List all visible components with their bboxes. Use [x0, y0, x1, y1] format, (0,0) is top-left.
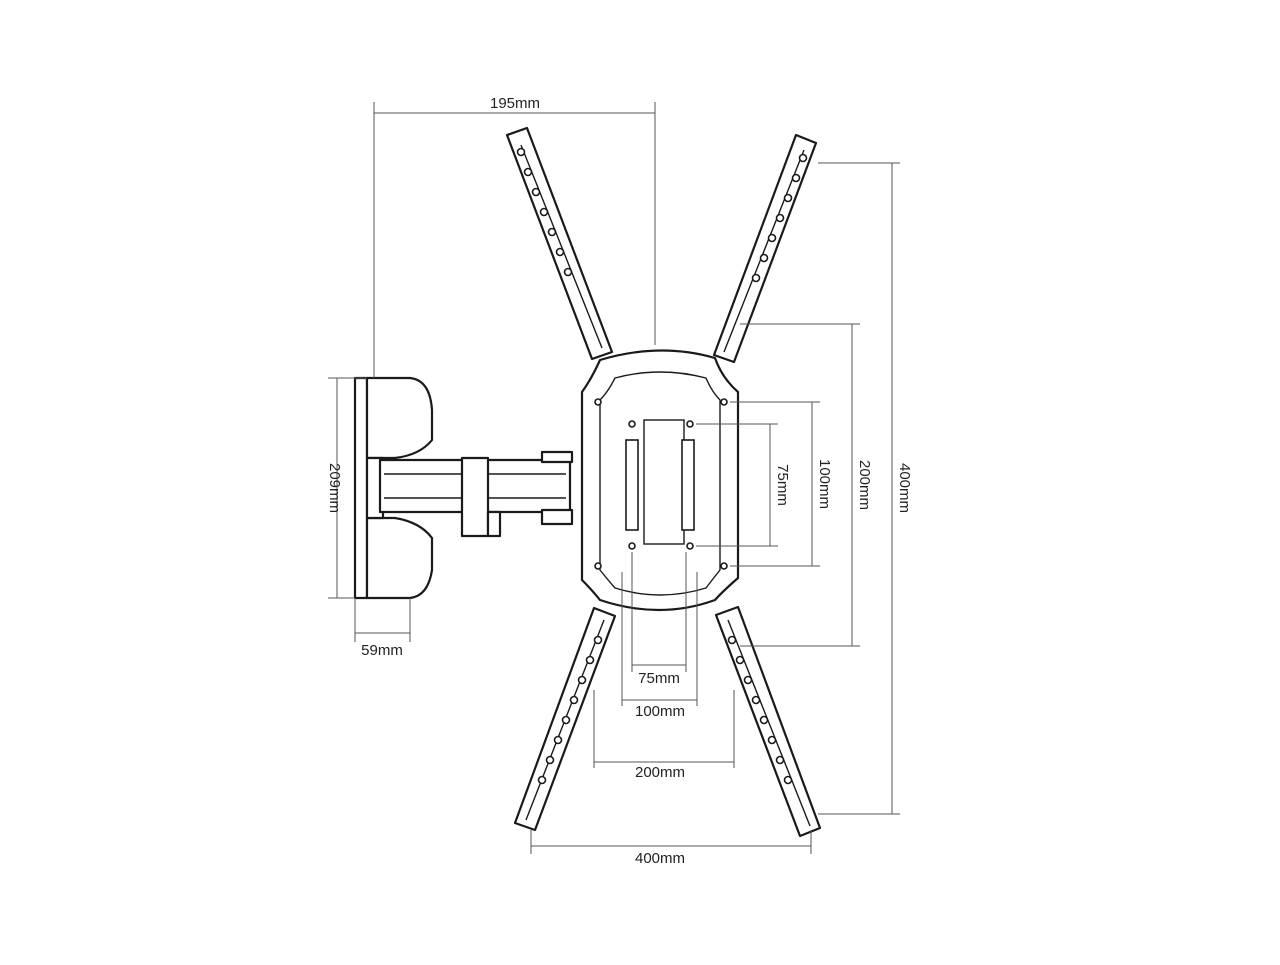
label-vesa-h-100: 100mm [635, 703, 685, 720]
dimension-labels: 195mm 209mm 59mm 75mm 100mm 200mm 400mm … [326, 95, 913, 867]
wall-plate-upper-bracket [365, 376, 434, 460]
label-wall-plate-height: 209mm [326, 463, 343, 513]
articulating-arm [378, 450, 574, 538]
dimension-lines [328, 102, 900, 854]
label-vesa-h-400: 400mm [635, 850, 685, 867]
vesa-plate-left-slot [625, 439, 639, 531]
label-vesa-v-100: 100mm [816, 459, 833, 509]
mounting-arm-top-left [505, 126, 614, 361]
arm-lower-joint [540, 508, 574, 526]
arm-upper-joint [540, 450, 574, 464]
arm-cable-clip [460, 456, 490, 538]
label-wall-plate-depth: 59mm [361, 642, 403, 659]
wall-plate-back [353, 376, 369, 600]
vesa-plate [580, 349, 740, 612]
vesa-plate-outline [580, 349, 740, 612]
label-vesa-v-200: 200mm [856, 460, 873, 510]
wall-plate [353, 376, 434, 600]
vesa-plate-right-slot [681, 439, 695, 531]
mounting-arm-top-right [712, 133, 818, 364]
mounting-arm-bottom-right [714, 605, 822, 838]
label-top-depth: 195mm [490, 95, 540, 112]
mounting-arm-bottom-left [513, 606, 617, 832]
label-vesa-h-200: 200mm [635, 764, 685, 781]
label-vesa-v-400: 400mm [896, 463, 913, 513]
arm-clip-tab [486, 510, 502, 538]
wall-plate-lower-bracket [365, 516, 434, 600]
label-vesa-v-75: 75mm [774, 464, 791, 506]
label-vesa-h-75: 75mm [638, 670, 680, 687]
